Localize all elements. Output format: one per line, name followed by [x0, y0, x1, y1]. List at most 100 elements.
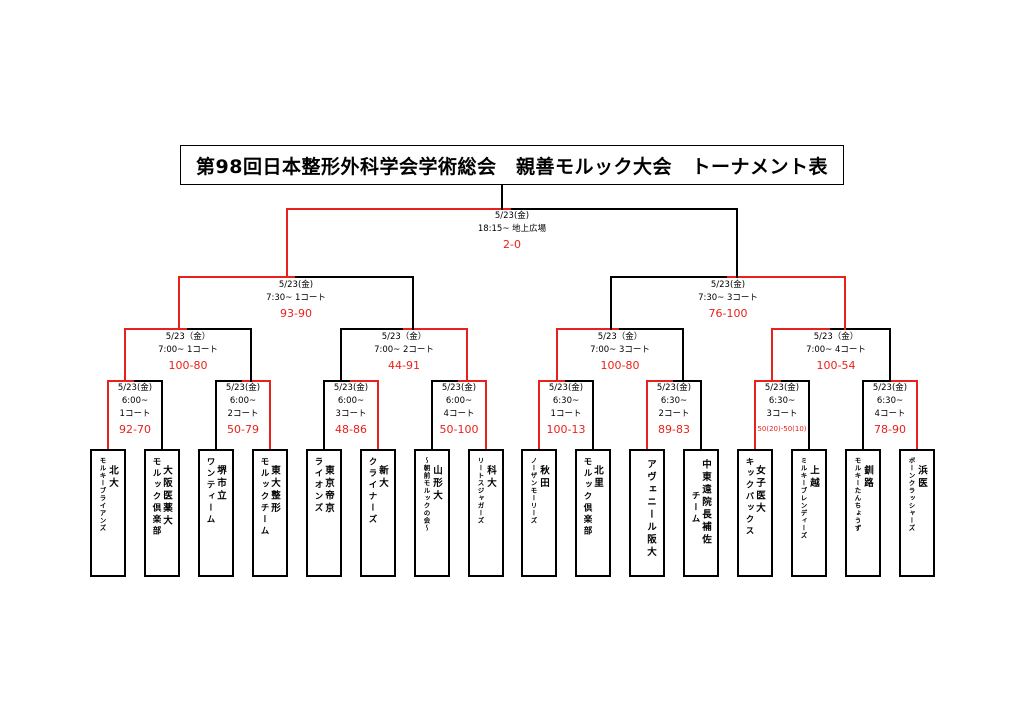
match-court: 2コート — [227, 409, 259, 419]
team-box: ミルキーブレンディーズ 上越 — [791, 449, 827, 577]
team-box: モルキーたんちょうず 釧路 — [845, 449, 881, 577]
match-court: 4コート — [874, 409, 906, 419]
team-box: ノーザンモーリーズ 秋田 — [521, 449, 557, 577]
quarterfinal-match-info: 5/23（金） 7:00~ 1コート 100-80 — [128, 331, 248, 374]
team-name: 秋田 — [538, 465, 549, 490]
match-date: 5/23(金) — [872, 383, 908, 393]
team-name: 釧路 — [862, 465, 873, 490]
round1-match-info: 5/23(金) 6:00~ 3コート 48-86 — [316, 382, 386, 438]
match-score: 50-79 — [227, 423, 259, 436]
round1-match-info: 5/23(金) 6:00~ 4コート 50-100 — [424, 382, 494, 438]
match-score: 100-54 — [816, 359, 856, 372]
team-name: 東京帝京 — [323, 465, 334, 515]
match-time: 7:00~ 1コート — [158, 345, 218, 355]
match-date: 5/23(金) — [656, 383, 692, 393]
quarterfinal-match-info: 5/23（金） 7:00~ 2コート 44-91 — [344, 331, 464, 374]
match-time: 6:00~ — [121, 396, 149, 406]
match-score: 50-100 — [439, 423, 479, 436]
team-subname: モルック倶楽部 — [582, 457, 592, 538]
match-time: 7:00~ 4コート — [806, 345, 866, 355]
match-score: 48-86 — [335, 423, 367, 436]
match-time: 7:30~ 1コート — [266, 293, 326, 303]
match-time: 6:30~ — [768, 396, 796, 406]
round1-match-info: 5/23(金) 6:30~ 1コート 100-13 — [531, 382, 601, 438]
team-name: 東大整形 — [269, 465, 280, 515]
team-subname: モルック倶楽部 — [151, 457, 161, 538]
match-score: 100-13 — [546, 423, 586, 436]
team-name: 上越 — [808, 465, 819, 490]
team-name: 新大 — [377, 465, 388, 490]
match-time: 6:30~ — [876, 396, 904, 406]
match-score: 50(20)-50(10) — [757, 425, 807, 433]
match-date: 5/23（金） — [813, 332, 859, 342]
match-time: 6:30~ — [660, 396, 688, 406]
team-box: モルック倶楽部 北里 — [575, 449, 611, 577]
quarterfinal-match-info: 5/23（金） 7:00~ 3コート 100-80 — [560, 331, 680, 374]
match-date: 5/23（金） — [381, 332, 427, 342]
round1-match-info: 5/23(金) 6:00~ 2コート 50-79 — [208, 382, 278, 438]
team-subname: ～朝前モルックの会～ — [422, 457, 430, 532]
round1-match-info: 5/23(金) 6:30~ 2コート 89-83 — [639, 382, 709, 438]
match-date: 5/23(金) — [710, 280, 746, 290]
team-box: モルック倶楽部 大阪医薬大 — [144, 449, 180, 577]
team-box: モルックチーム 東大整形 — [252, 449, 288, 577]
match-date: 5/23（金） — [165, 332, 211, 342]
round1-match-info: 5/23(金) 6:30~ 3コート 50(20)-50(10) — [747, 382, 817, 438]
team-box: リートスジャガーズ 科大 — [468, 449, 504, 577]
team-subname: ノーザンモーリーズ — [529, 457, 537, 525]
match-score: 92-70 — [119, 423, 151, 436]
final-match-info: 5/23(金) 18:15~ 地上広場 2-0 — [452, 210, 572, 253]
match-time: 7:30~ 3コート — [698, 293, 758, 303]
match-time: 7:00~ 2コート — [374, 345, 434, 355]
team-box: ～朝前モルックの会～ 山形大 — [414, 449, 450, 577]
team-box: ボーンクラッシャーズ 浜医 — [899, 449, 935, 577]
team-subname: クライナーズ — [367, 457, 377, 526]
match-score: 78-90 — [874, 423, 906, 436]
match-time: 6:00~ — [337, 396, 365, 406]
match-date: 5/23(金) — [278, 280, 314, 290]
team-name: 北大 — [107, 465, 118, 490]
team-box: チーム 中東遠院長補佐 — [683, 449, 719, 577]
team-subname: ミルキーブレンディーズ — [799, 457, 807, 540]
team-subname: ボーンクラッシャーズ — [907, 457, 915, 532]
match-date: 5/23(金) — [225, 383, 261, 393]
team-subname: チーム — [690, 491, 700, 526]
match-date: 5/23(金) — [764, 383, 800, 393]
match-date: 5/23(金) — [494, 211, 530, 221]
semifinal-match-info: 5/23(金) 7:30~ 3コート 76-100 — [668, 279, 788, 322]
team-box: ライオンズ 東京帝京 — [306, 449, 342, 577]
team-box: クライナーズ 新大 — [360, 449, 396, 577]
match-score: 2-0 — [503, 238, 521, 251]
team-name: 女子医大 — [754, 465, 765, 515]
team-name: 浜医 — [916, 465, 927, 490]
match-date: 5/23(金) — [117, 383, 153, 393]
team-name: 堺市立 — [215, 465, 226, 503]
team-subname: モルキーたんちょうず — [853, 457, 861, 532]
quarterfinal-match-info: 5/23（金） 7:00~ 4コート 100-54 — [776, 331, 896, 374]
team-name: 山形大 — [431, 465, 442, 503]
match-time: 18:15~ 地上広場 — [477, 224, 547, 234]
team-subname: モルキーブライアンズ — [98, 457, 106, 532]
match-score: 44-91 — [388, 359, 420, 372]
team-subname: ワンティーム — [205, 457, 215, 526]
team-name: 中東遠院長補佐 — [700, 459, 711, 547]
team-box: ワンティーム 堺市立 — [198, 449, 234, 577]
team-name: 北里 — [592, 465, 603, 490]
match-court: 1コート — [119, 409, 151, 419]
match-court: 1コート — [550, 409, 582, 419]
team-subname: キックバックス — [744, 457, 754, 538]
team-box: キックバックス 女子医大 — [737, 449, 773, 577]
team-subname: リートスジャガーズ — [476, 457, 484, 525]
match-date: 5/23（金） — [597, 332, 643, 342]
match-time: 7:00~ 3コート — [590, 345, 650, 355]
match-score: 76-100 — [708, 307, 748, 320]
match-score: 93-90 — [280, 307, 312, 320]
match-court: 3コート — [766, 409, 798, 419]
match-time: 6:00~ — [229, 396, 257, 406]
match-score: 100-80 — [600, 359, 640, 372]
match-time: 6:00~ — [445, 396, 473, 406]
match-score: 89-83 — [658, 423, 690, 436]
match-date: 5/23(金) — [441, 383, 477, 393]
